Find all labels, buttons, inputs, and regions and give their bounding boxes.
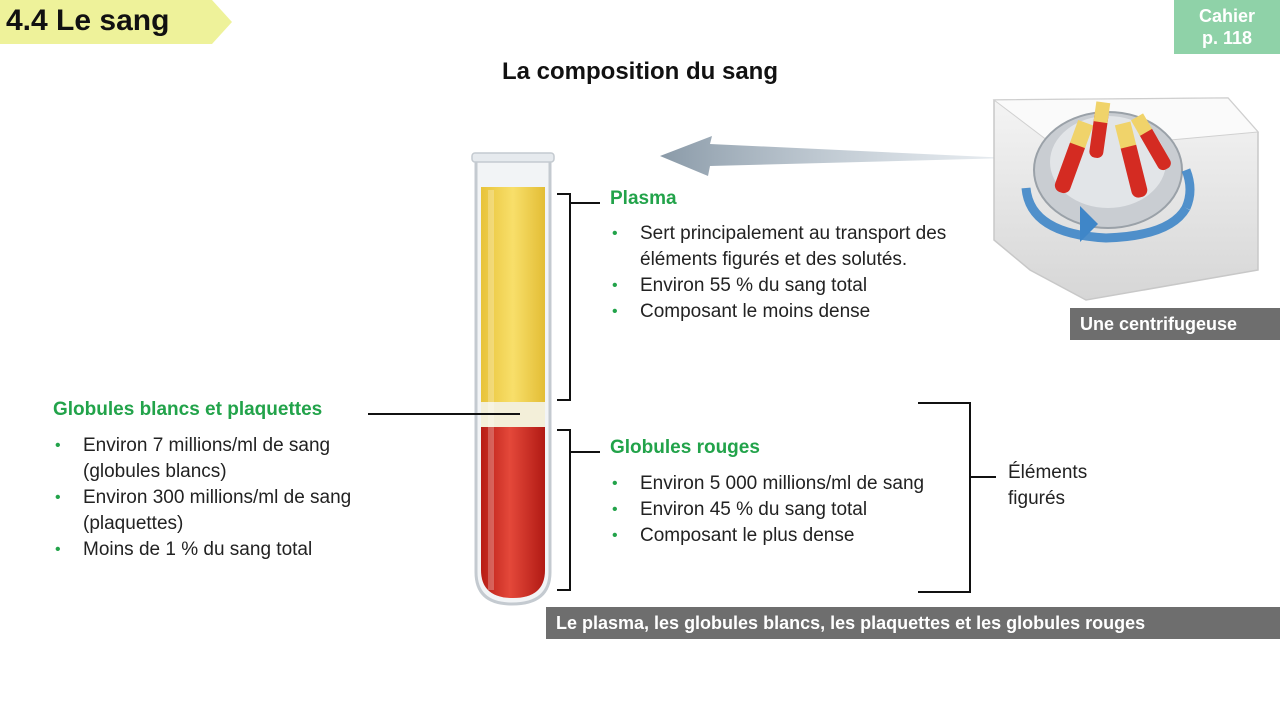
- list-item: Environ 7 millions/ml de sang (globules …: [53, 433, 398, 485]
- list-item: Environ 55 % du sang total: [610, 273, 1010, 299]
- plasma-heading: Plasma: [610, 188, 677, 209]
- plasma-bracket: [557, 193, 600, 401]
- rbc-list: Environ 5 000 millions/ml de sang Enviro…: [610, 471, 980, 549]
- red-cell-layer: [481, 427, 545, 598]
- plasma-layer: [481, 187, 545, 402]
- plasma-list: Sert principalement au transport des élé…: [610, 221, 1010, 325]
- list-item: Composant le moins dense: [610, 299, 1010, 325]
- arrow-icon: [660, 136, 1010, 176]
- list-item: Environ 5 000 millions/ml de sang: [610, 471, 980, 497]
- list-item: Environ 300 millions/ml de sang (plaquet…: [53, 485, 398, 537]
- section-title: 4.4 Le sang: [6, 4, 170, 37]
- list-item: Environ 45 % du sang total: [610, 497, 980, 523]
- wbc-list: Environ 7 millions/ml de sang (globules …: [53, 433, 398, 563]
- rbc-bracket: [557, 429, 600, 591]
- cahier-label: Cahier: [1198, 6, 1256, 26]
- elements-figures-label: Éléments figurés: [1008, 460, 1087, 512]
- page-title: La composition du sang: [501, 58, 778, 85]
- cahier-link[interactable]: Cahier p. 118: [1174, 0, 1280, 54]
- rbc-heading: Globules rouges: [610, 437, 760, 458]
- centrifuge-icon: [992, 97, 1260, 301]
- cahier-page: p. 118: [1201, 28, 1253, 48]
- list-item: Composant le plus dense: [610, 523, 980, 549]
- list-item: Moins de 1 % du sang total: [53, 537, 398, 563]
- centrifuge-caption: Une centrifugeuse: [1070, 308, 1280, 340]
- tube-caption: Le plasma, les globules blancs, les plaq…: [546, 607, 1280, 639]
- test-tube: [471, 152, 555, 606]
- list-item: Sert principalement au transport des élé…: [610, 221, 1010, 273]
- wbc-heading: Globules blancs et plaquettes: [53, 399, 323, 420]
- elements-label-line2: figurés: [1008, 488, 1066, 509]
- section-tag: 4.4 Le sang: [0, 0, 232, 44]
- elements-label-line1: Éléments: [1008, 462, 1088, 483]
- section-tag-shape: [0, 0, 232, 44]
- tube-rim: [471, 152, 555, 163]
